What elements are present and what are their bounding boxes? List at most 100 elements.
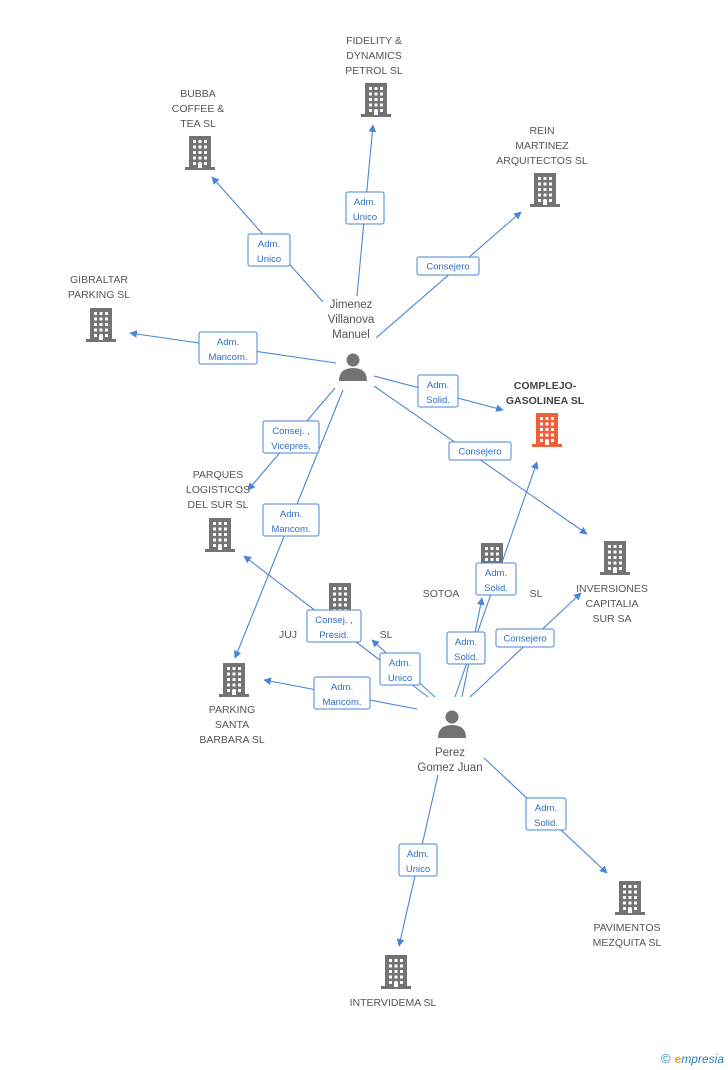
company-label: PARQUES: [193, 469, 244, 481]
company-label: LOGISTICOS: [186, 484, 250, 496]
edge-label-perez-inversiones[interactable]: Consejero: [495, 628, 555, 648]
company-label: PETROL SL: [345, 65, 403, 77]
edge-label-jimenez-bubba[interactable]: Adm. Unico: [247, 233, 291, 267]
edge-label-perez-complejo[interactable]: Adm.Solid.: [475, 562, 517, 596]
company-label: CAPITALIA: [586, 598, 639, 610]
edge-label-text: Adm.: [217, 337, 239, 348]
edge-label-box: [446, 631, 486, 665]
building-icon: [185, 136, 215, 170]
edge-label-perez-parques[interactable]: Consej. , Presid.: [306, 609, 362, 643]
company-label: MEZQUITA SL: [593, 937, 662, 949]
company-label: PARKING: [209, 704, 255, 716]
edge-label-text: Adm.: [535, 803, 557, 814]
edge-label-jimenez-inversiones[interactable]: Consejero: [448, 441, 512, 461]
edge-label-text: Adm.: [280, 509, 302, 520]
edge-label-box: [495, 628, 555, 648]
edge-label-box: [198, 331, 258, 365]
edge-label-text: Adm.: [407, 849, 429, 860]
edge-label-perez-parking[interactable]: Adm.Mancom.: [313, 676, 371, 710]
edge-label-perez-pavimentos[interactable]: Adm. Solid.: [525, 797, 567, 831]
edge-label-text: Solid.: [426, 395, 450, 406]
person-icon: [339, 353, 367, 381]
company-label: MARTINEZ: [515, 140, 569, 152]
edge-label-jimenez-parques[interactable]: Consej. , Vicepres.: [262, 420, 320, 454]
company-complejo[interactable]: COMPLEJO-GASOLINEA SL: [506, 380, 585, 447]
company-label: BARBARA SL: [199, 734, 265, 746]
edge-label-text: Unico: [388, 673, 412, 684]
company-label: TEA SL: [180, 118, 216, 130]
company-label: SL: [530, 588, 543, 600]
company-label: PARKING SL: [68, 289, 130, 301]
edge-label-text: Adm.: [455, 637, 477, 648]
copyright-icon: ©: [661, 1051, 671, 1066]
company-pavimentos[interactable]: PAVIMENTOS MEZQUITA SL: [593, 881, 662, 949]
company-label: BUBBA: [180, 88, 216, 100]
edge-label-jimenez-fidelity[interactable]: Adm. Unico: [345, 191, 385, 225]
company-label: SL: [380, 629, 393, 641]
person-label: Manuel: [332, 329, 370, 341]
edge-label-text: Adm.: [389, 658, 411, 669]
edge-label-perez-juju[interactable]: Adm. Unico: [379, 652, 421, 686]
edge-label-text: Consejero: [503, 634, 546, 645]
edge-label-text: Consej. ,: [272, 426, 310, 437]
company-parking[interactable]: PARKING SANTA BARBARA SL: [199, 663, 265, 746]
edge-label-box: [345, 191, 385, 225]
company-label: SUR SA: [592, 613, 631, 625]
company-label: GASOLINEA SL: [506, 395, 585, 407]
edge-label-jimenez-complejo[interactable]: Adm.Solid.: [417, 374, 459, 408]
company-gibraltar[interactable]: GIBRALTAR PARKING SL: [68, 274, 130, 342]
edge-label-text: Presid.: [319, 630, 349, 641]
company-label: GIBRALTAR: [70, 274, 128, 286]
edge-label-box: [525, 797, 567, 831]
edge-label-text: Mancom.: [271, 524, 310, 535]
edge-label-text: Solid.: [534, 818, 558, 829]
edge-label-box: [247, 233, 291, 267]
building-icon: [205, 518, 235, 552]
edge-label-text: Consej. ,: [315, 615, 353, 626]
person-icon: [438, 710, 466, 738]
building-icon: [600, 541, 630, 575]
edge-label-text: Unico: [353, 212, 377, 223]
edge-label-box: [306, 609, 362, 643]
building-icon: [219, 663, 249, 697]
building-icon: [86, 308, 116, 342]
edge-label-perez-intervidema[interactable]: Adm. Unico: [398, 843, 438, 877]
company-label: FIDELITY &: [346, 35, 402, 47]
edge-label-text: Solid.: [484, 583, 508, 594]
edge-label-text: Adm.: [258, 239, 280, 250]
company-label: DEL SUR SL: [188, 499, 249, 511]
company-label: DYNAMICS: [346, 50, 401, 62]
company-label: PAVIMENTOS: [593, 922, 660, 934]
company-label: SANTA: [215, 719, 249, 731]
person-label: Perez: [435, 747, 465, 759]
edge-label-box: [262, 420, 320, 454]
person-label: Gomez Juan: [417, 762, 482, 774]
edge-label-text: Unico: [406, 864, 430, 875]
company-intervidema[interactable]: INTERVIDEMA SL: [350, 955, 437, 1009]
edge-label-jimenez-rein[interactable]: Consejero: [416, 256, 480, 276]
company-label: JUJ: [279, 629, 297, 641]
edge-label-text: Solid.: [454, 652, 478, 663]
edge-label-box: [417, 374, 459, 408]
edge-label-text: Adm.: [354, 197, 376, 208]
person-label: Villanova: [328, 314, 375, 326]
company-parques[interactable]: PARQUES LOGISTICOS DEL SUR SL: [186, 469, 250, 552]
edge-label-text: Consejero: [458, 447, 501, 458]
building-icon: [615, 881, 645, 915]
company-label: ARQUITECTOS SL: [496, 155, 588, 167]
edge-label-text: Vicepres.: [271, 441, 310, 452]
edge-label-jimenez-parking[interactable]: Adm. Mancom.: [262, 503, 320, 537]
edge-label-text: Consejero: [426, 262, 469, 273]
building-icon: [361, 83, 391, 117]
company-fidelity[interactable]: FIDELITY & DYNAMICS PETROL SL: [345, 35, 403, 117]
edge-label-jimenez-gibraltar[interactable]: Adm.Mancom.: [198, 331, 258, 365]
edge-label-text: Unico: [257, 254, 281, 265]
edge-label-perez-sotoa[interactable]: Adm. Solid.: [446, 631, 486, 665]
building-icon: [381, 955, 411, 989]
